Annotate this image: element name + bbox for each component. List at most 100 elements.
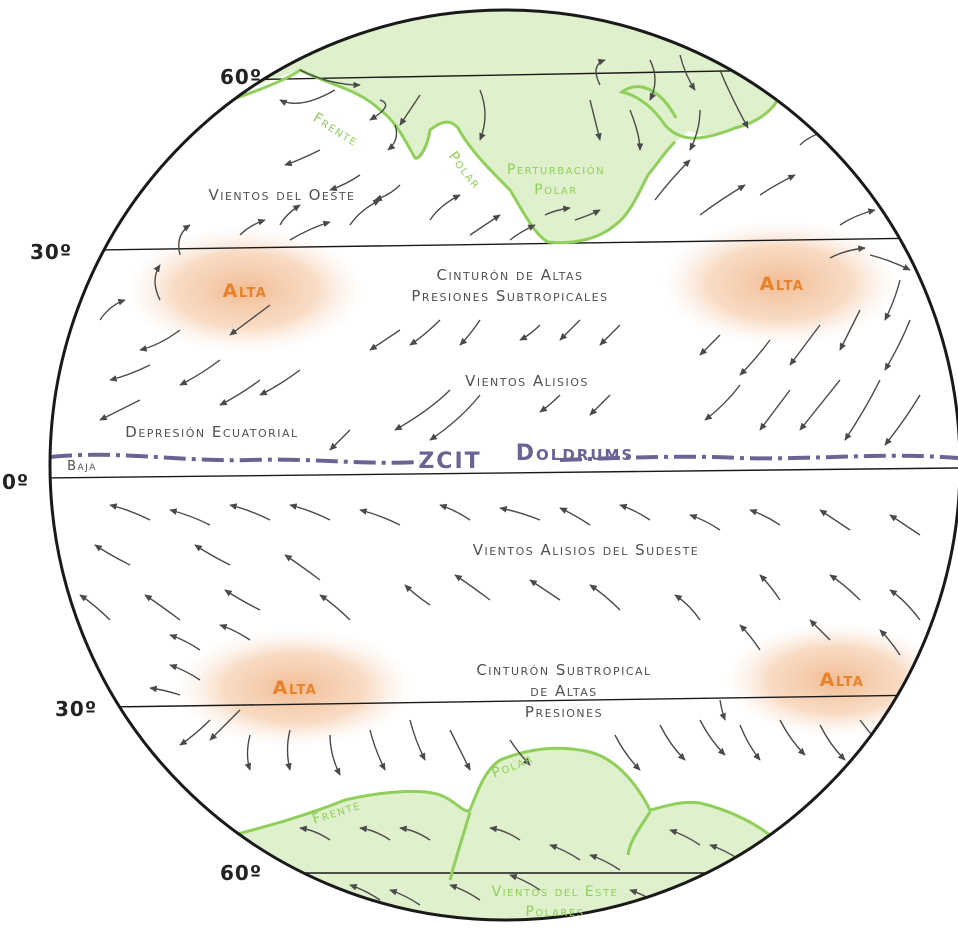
wind-arrow bbox=[289, 220, 331, 241]
wind-arrow bbox=[149, 685, 181, 696]
wind-arrow bbox=[589, 853, 621, 871]
wind-arrow bbox=[349, 883, 381, 901]
label-zcit: ZCIT bbox=[418, 449, 481, 474]
wind-arrow bbox=[674, 594, 701, 621]
south-polar-region bbox=[200, 748, 790, 920]
wind-arrow bbox=[739, 339, 771, 376]
wind-arrow bbox=[719, 69, 749, 129]
wind-arrow bbox=[749, 508, 781, 526]
wind-arrow bbox=[239, 218, 266, 236]
wind-arrow bbox=[759, 574, 781, 601]
label-perturbacion-2: Polar bbox=[534, 182, 577, 198]
wind-arrow bbox=[509, 739, 531, 766]
wind-arrow bbox=[884, 319, 911, 371]
wind-arrow bbox=[509, 873, 541, 891]
polar-front-south bbox=[214, 746, 787, 901]
wind-arrow bbox=[574, 209, 601, 221]
label-alisios-sudeste: Vientos Alisios del Sudeste bbox=[473, 541, 700, 559]
wind-arrow bbox=[559, 507, 591, 526]
wind-arrow bbox=[589, 99, 602, 141]
wind-arrow bbox=[349, 199, 381, 226]
wind-arrow bbox=[559, 319, 581, 341]
polar-front-south-branch-1 bbox=[448, 811, 472, 881]
wind-arrow bbox=[329, 734, 341, 776]
label-cinturon-n-1: Cinturón de Altas bbox=[437, 266, 584, 284]
itcz-line bbox=[50, 452, 958, 465]
wind-arrow bbox=[369, 99, 387, 121]
wind-arrow bbox=[144, 594, 181, 621]
wind-arrow bbox=[839, 208, 876, 226]
wind-arrow bbox=[595, 58, 606, 86]
globe-outline bbox=[48, 8, 958, 922]
wind-arrow bbox=[699, 334, 721, 356]
wind-arrow bbox=[409, 319, 441, 346]
label-alta-ne: Alta bbox=[760, 273, 805, 295]
wind-arrow bbox=[884, 279, 901, 321]
latitude-line-30s bbox=[109, 694, 931, 708]
wind-arrow bbox=[369, 329, 401, 351]
wind-arrow bbox=[329, 429, 351, 451]
wind-arrow bbox=[394, 389, 451, 431]
wind-arrow bbox=[244, 734, 252, 771]
wind-arrow bbox=[429, 394, 481, 441]
wind-arrow bbox=[719, 868, 761, 886]
wind-arrow bbox=[699, 184, 746, 216]
wind-arrow bbox=[839, 309, 861, 351]
wind-arrow bbox=[699, 719, 726, 756]
wind-arrow bbox=[284, 149, 321, 167]
label-baja: Baja bbox=[67, 459, 97, 474]
wind-arrow bbox=[329, 174, 361, 192]
wind-arrow bbox=[169, 663, 201, 681]
label-este-2: Polares bbox=[525, 904, 584, 920]
wind-arrow bbox=[153, 264, 161, 301]
wind-arrow bbox=[799, 379, 841, 431]
wind-arrow bbox=[224, 589, 261, 611]
wind-arrow bbox=[169, 633, 201, 651]
label-perturbacion-1: Perturbación bbox=[507, 162, 605, 178]
wind-arrow bbox=[859, 143, 891, 161]
wind-arrow bbox=[844, 379, 881, 441]
label-alta-nw: Alta bbox=[223, 280, 268, 302]
wind-arrow bbox=[884, 394, 921, 446]
lat-label-30n: 30º bbox=[30, 240, 72, 264]
wind-arrow bbox=[109, 503, 151, 521]
wind-arrow bbox=[629, 109, 644, 151]
wind-arrow bbox=[179, 719, 211, 746]
wind-arrow bbox=[439, 503, 471, 521]
wind-arrow bbox=[549, 843, 581, 861]
wind-arrow bbox=[454, 574, 491, 601]
latitude-line-equator bbox=[50, 467, 958, 479]
wind-arrow bbox=[499, 506, 541, 521]
lat-label-equator: 0º bbox=[2, 470, 29, 494]
wind-arrow bbox=[479, 89, 486, 141]
wind-arrow bbox=[509, 224, 536, 241]
wind-arrow bbox=[829, 574, 861, 601]
wind-arrow bbox=[399, 825, 431, 841]
label-cinturon-s-3: Presiones bbox=[525, 703, 603, 721]
wind-arrow bbox=[99, 298, 126, 321]
wind-arrow bbox=[469, 214, 501, 236]
wind-arrow bbox=[649, 59, 657, 101]
wind-arrow bbox=[99, 399, 141, 421]
wind-arrow bbox=[229, 304, 271, 336]
wind-arrow bbox=[889, 589, 921, 621]
wind-arrow bbox=[219, 379, 261, 406]
wind-arrow bbox=[459, 319, 481, 346]
wind-arrow bbox=[209, 709, 241, 741]
wind-arrow bbox=[589, 394, 611, 416]
wind-arrow bbox=[819, 724, 846, 761]
wind-arrow bbox=[544, 205, 571, 216]
wind-arrow bbox=[387, 124, 398, 151]
wind-arrow bbox=[829, 245, 866, 259]
wind-arrow bbox=[489, 825, 521, 841]
wind-arrow bbox=[819, 509, 851, 531]
label-cinturon-s-2: de Altas bbox=[530, 682, 597, 700]
polar-front-south-branch-2 bbox=[626, 811, 652, 856]
wind-arrow bbox=[519, 324, 541, 341]
wind-arrow bbox=[704, 384, 741, 421]
wind-arrow bbox=[789, 324, 821, 366]
high-pressure-ne bbox=[662, 221, 898, 345]
wind-arrow bbox=[449, 883, 481, 901]
wind-arrow bbox=[299, 825, 331, 841]
